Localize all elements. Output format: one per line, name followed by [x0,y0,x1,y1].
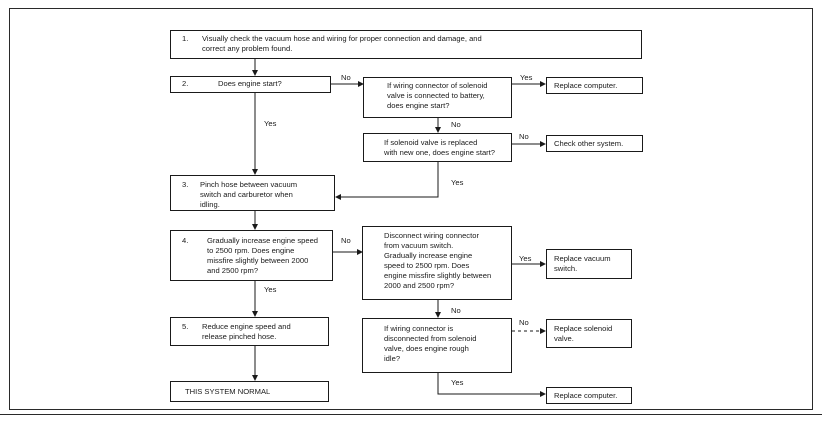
check-disconnect-vacuum-box: Disconnect wiring connector from vacuum … [362,226,512,300]
bottom-rule [0,414,822,415]
diagram-frame [9,8,813,410]
label-c4-no: No [519,318,529,327]
check-rough-idle-box: If wiring connector is disconnected from… [362,318,512,373]
arrow-c4-yes [437,373,546,397]
label-c3-no: No [451,306,461,315]
step-2-box: 2. Does engine start? [170,76,331,93]
arrow-c2-yes [335,162,439,200]
label-c2-yes: Yes [451,178,464,187]
result-replace-computer-1: Replace computer. [546,77,643,94]
step-3-number: 3. [182,180,189,189]
step-5-box: 5. Reduce engine speed and release pinch… [170,317,329,346]
step-2-number: 2. [182,79,189,88]
label-c3-yes: Yes [519,254,532,263]
step-4-box: 4. Gradually increase engine speed to 25… [170,230,333,281]
label-s4-yes: Yes [264,285,277,294]
system-normal-text: THIS SYSTEM NORMAL [185,387,271,396]
label-c4-yes: Yes [451,378,464,387]
system-normal-box: THIS SYSTEM NORMAL [170,381,329,402]
result-replace-solenoid-valve: Replace solenoid valve. [546,319,632,348]
label-s2-no: No [341,73,351,82]
result-replace-computer-2: Replace computer. [546,387,632,404]
label-c1-yes: Yes [520,73,533,82]
label-s4-no: No [341,236,351,245]
step-5-text: Reduce engine speed and release pinched … [202,322,291,341]
step-1-box: 1. Visually check the vacuum hose and wi… [170,30,642,59]
result-replace-vacuum-switch: Replace vacuum switch. [546,249,632,279]
check-solenoid-replaced-box: If solenoid valve is replaced with new o… [363,133,512,162]
step-5-number: 5. [182,322,189,331]
step-4-number: 4. [182,236,189,245]
check-solenoid-battery-box: If wiring connector of solenoid valve is… [363,77,512,118]
step-1-number: 1. [182,34,189,43]
label-c2-no: No [519,132,529,141]
step-4-text: Gradually increase engine speed to 2500 … [207,236,319,275]
step-1-text: Visually check the vacuum hose and wirin… [202,34,482,53]
step-2-text: Does engine start? [218,79,282,88]
step-3-text: Pinch hose between vacuum switch and car… [200,180,298,209]
step-3-box: 3. Pinch hose between vacuum switch and … [170,175,335,211]
result-check-other-system: Check other system. [546,135,643,152]
label-s2-yes: Yes [264,119,277,128]
label-c1-no: No [451,120,461,129]
